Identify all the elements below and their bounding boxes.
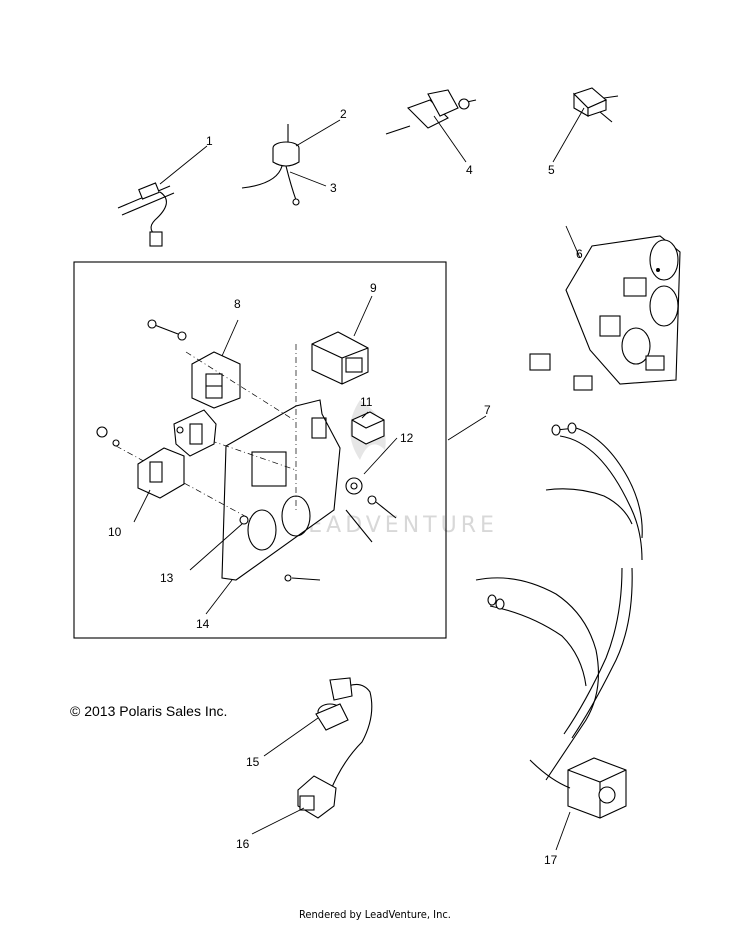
copyright-notice: © 2013 Polaris Sales Inc. xyxy=(70,703,228,719)
watermark-text: LEADVENTURE xyxy=(292,513,498,538)
callout-9: 9 xyxy=(370,281,377,295)
part-2-sensor xyxy=(241,124,300,206)
part-8-terminal-block xyxy=(147,319,241,409)
callout-11: 11 xyxy=(360,395,373,409)
callout-15: 15 xyxy=(246,755,260,769)
callout-4: 4 xyxy=(466,163,473,177)
watermark: LEADVENTURE xyxy=(292,400,498,538)
callout-13: 13 xyxy=(160,571,174,585)
callout-14: 14 xyxy=(196,617,210,631)
callout-12: 12 xyxy=(400,431,414,445)
part-16-ignition-coil xyxy=(297,775,337,819)
callout-10: 10 xyxy=(108,525,122,539)
group-box xyxy=(73,261,447,639)
footer-credit: Rendered by LeadVenture, Inc. xyxy=(299,908,451,921)
part-5-relay xyxy=(572,87,619,123)
callout-5: 5 xyxy=(548,163,555,177)
leader-lines xyxy=(133,107,585,851)
part-1-fuse-wire xyxy=(117,182,175,247)
part-12-fastener xyxy=(284,477,397,582)
callout-1: 1 xyxy=(206,134,213,148)
callout-16: 16 xyxy=(236,837,250,851)
callout-7: 7 xyxy=(484,403,491,417)
part-14-panel xyxy=(115,344,341,581)
callout-17: 17 xyxy=(544,853,558,867)
callout-8: 8 xyxy=(234,297,241,311)
part-4-bracket xyxy=(385,89,477,135)
part-9-display xyxy=(311,331,369,385)
part-11-switch xyxy=(351,411,385,445)
part-15-spark-cap xyxy=(315,677,373,793)
callout-2: 2 xyxy=(340,107,347,121)
part-17-wire-harness xyxy=(475,422,643,819)
callout-6: 6 xyxy=(576,247,583,261)
part-10-outlet xyxy=(96,409,217,499)
callout-3: 3 xyxy=(330,181,337,195)
part-6-control-module xyxy=(529,235,681,391)
